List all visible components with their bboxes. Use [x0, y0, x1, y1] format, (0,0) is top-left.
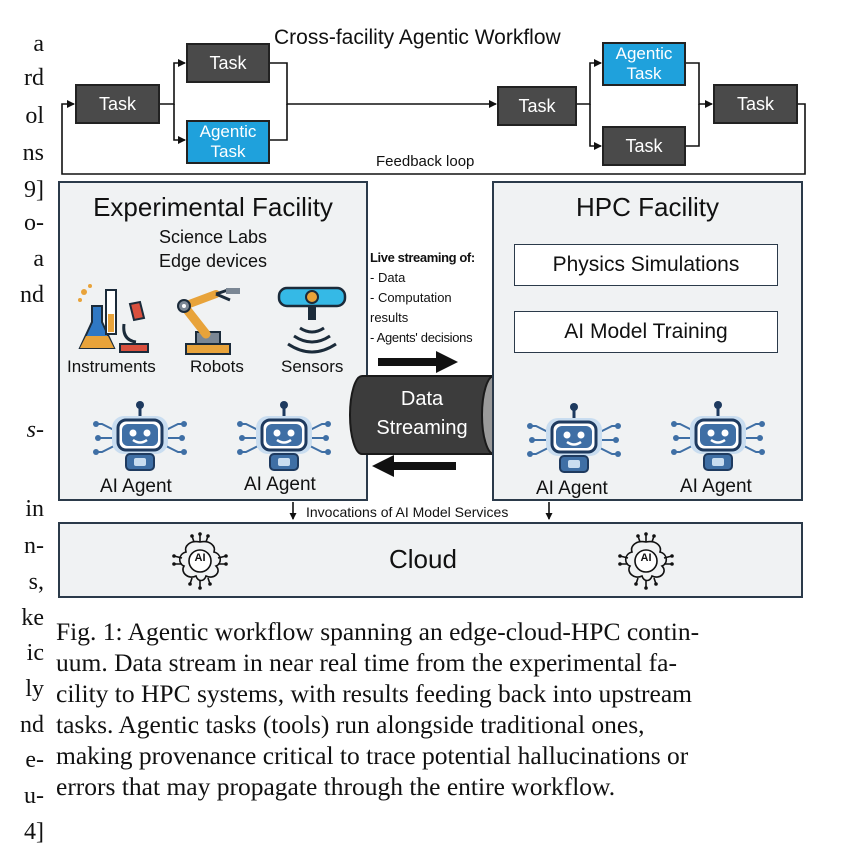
task-node: Task: [497, 86, 577, 126]
ai-agent-label: AI Agent: [536, 478, 608, 499]
data-streaming-cylinder: [349, 375, 507, 455]
task-node: Task: [713, 84, 798, 124]
agentic-task-label: Task: [210, 142, 246, 161]
margin-fragment: n-: [24, 533, 44, 559]
caption-line: tasks. Agentic tasks (tools) run alongsi…: [56, 710, 645, 739]
cloud-panel: [58, 522, 803, 598]
ai-agent-label: AI Agent: [100, 476, 172, 497]
sensor-icon: [277, 286, 347, 354]
live-streaming-item: - Agents' decisions: [370, 330, 473, 345]
agentic-task-label: Agentic: [199, 122, 257, 141]
ai-brain-icon-text: AI: [194, 552, 206, 564]
margin-fragment: ke: [21, 605, 44, 631]
margin-fragment: u-: [24, 783, 44, 809]
margin-fragment: ns: [22, 140, 44, 166]
caption-line: Fig. 1: Agentic workflow spanning an edg…: [56, 617, 700, 646]
margin-fragment: ic: [26, 640, 44, 666]
instruments-label: Instruments: [67, 357, 156, 376]
ai-brain-icon: [618, 532, 674, 590]
ai-agent-robot-icon: [527, 403, 621, 473]
margin-fragment: a: [33, 246, 44, 272]
streaming-arrows: [372, 351, 458, 477]
margin-fragment: nd: [20, 282, 44, 308]
margin-fragment: s,: [28, 569, 44, 595]
experimental-facility-subtitle: Edge devices: [158, 251, 268, 271]
ai-agent-label: AI Agent: [680, 476, 752, 497]
margin-fragment: rd: [24, 65, 44, 91]
live-streaming-item: results: [370, 310, 409, 325]
ai-agent-robot-icon: [237, 401, 331, 471]
sensors-label: Sensors: [281, 357, 344, 376]
agentic-task-label: Task: [626, 64, 662, 83]
caption-line: uum. Data stream in near real time from …: [56, 648, 677, 677]
caption-line: errors that may propagate through the en…: [56, 772, 616, 801]
ai-agent-robot-icon: [671, 401, 765, 471]
margin-fragment: a: [33, 31, 44, 57]
ai-agent-robot-icon: [93, 401, 187, 471]
experimental-facility-subtitle: Science Labs: [158, 227, 268, 247]
task-node: Task: [186, 43, 270, 83]
cloud-label: Cloud: [389, 544, 457, 574]
margin-fragment: ly: [25, 676, 44, 702]
physics-simulations-box: Physics Simulations: [514, 244, 778, 286]
feedback-loop-line: [61, 100, 806, 175]
caption-line: making provenance critical to trace pote…: [56, 741, 689, 770]
margin-fragment: s-: [26, 417, 44, 443]
invocations-label: Invocations of AI Model Services: [306, 504, 509, 520]
margin-fragment: in: [25, 496, 44, 522]
live-streaming-heading: Live streaming of:: [370, 250, 475, 265]
workflow-title: Cross-facility Agentic Workflow: [274, 26, 561, 49]
robot-arm-icon: [177, 288, 240, 355]
margin-fragment: ol: [25, 103, 44, 129]
arrow-left-icon: [372, 455, 456, 477]
ai-brain-icon: [172, 532, 228, 590]
task-node: Task: [602, 126, 686, 166]
margin-fragment: 9]: [24, 177, 44, 203]
margin-fragment: o-: [24, 210, 44, 236]
experimental-facility-title: Experimental Facility: [93, 192, 333, 222]
hpc-facility-title: HPC Facility: [575, 192, 719, 222]
margin-fragment: 4]: [24, 819, 44, 845]
figure-caption: Fig. 1: Agentic workflow spanning an edg…: [56, 616, 846, 802]
workflow-connectors: [61, 59, 806, 520]
feedback-loop-label: Feedback loop: [376, 153, 475, 170]
ai-brain-icon-text: AI: [640, 552, 652, 564]
live-streaming-item: - Data: [370, 270, 406, 285]
ai-model-training-box: AI Model Training: [514, 311, 778, 353]
margin-fragment: e-: [25, 747, 44, 773]
cylinder-label: Data: [400, 388, 444, 410]
arrow-right-icon: [378, 351, 458, 373]
cylinder-label: Streaming: [376, 417, 468, 439]
caption-line: cility to HPC systems, with results feed…: [56, 679, 693, 708]
instruments-icon: [78, 284, 149, 353]
live-streaming-item: - Computation: [370, 290, 452, 305]
agentic-task-label: Agentic: [615, 44, 673, 63]
task-node: Task: [75, 84, 160, 124]
ai-agent-label: AI Agent: [244, 474, 316, 495]
robots-label: Robots: [190, 357, 244, 376]
margin-fragment: nd: [20, 712, 44, 738]
